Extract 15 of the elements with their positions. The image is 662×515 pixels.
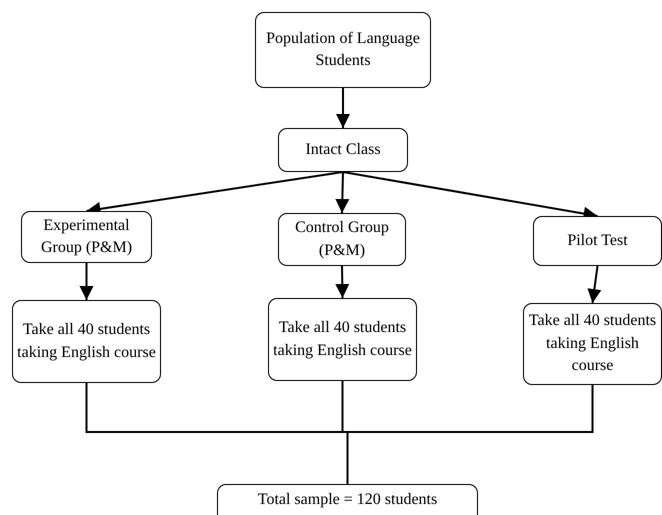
process-box: Take all 40 students taking English course: [523, 303, 662, 385]
arrow: [587, 266, 602, 304]
arrow: [335, 172, 350, 214]
process-box: Population of Language Students: [255, 12, 431, 88]
process-box: Intact Class: [278, 128, 408, 172]
arrow: [336, 88, 350, 128]
process-box: Take all 40 students taking English course: [268, 298, 417, 381]
process-box: Control Group (P&M): [278, 213, 406, 266]
connector-line: [346, 385, 594, 484]
arrow: [335, 266, 350, 298]
process-box: Total sample = 120 students: [217, 484, 478, 515]
process-box: Experimental Group (P&M): [21, 211, 152, 263]
arrow: [80, 263, 94, 300]
process-box: Take all 40 students taking English course: [12, 300, 161, 383]
process-box: Pilot Test: [533, 216, 662, 266]
